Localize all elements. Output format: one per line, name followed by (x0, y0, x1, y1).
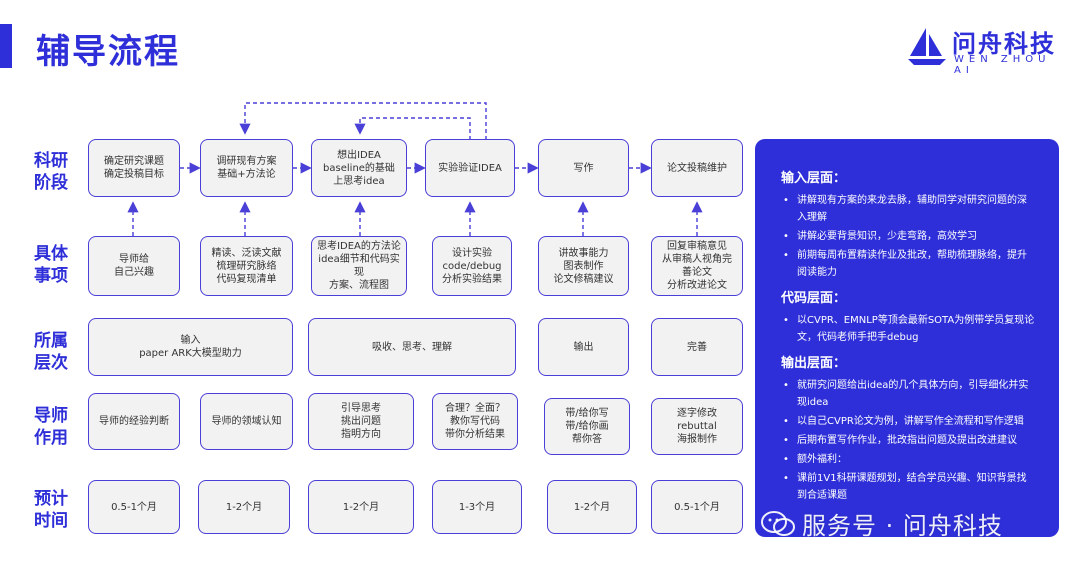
row-label-stage: 科研 阶段 (34, 151, 68, 193)
row-label-mentor: 导师 作用 (34, 406, 68, 448)
row-label-level: 所属 层次 (34, 331, 68, 373)
panel-section-title: 输入层面： (781, 171, 847, 186)
panel-bullet: 以自己CVPR论文为例，讲解写作全流程和写作逻辑 (781, 413, 1035, 430)
wechat-icon (761, 510, 795, 536)
item-node: 思考IDEA的方法论 idea细节和代码实现 方案、流程图 (311, 236, 407, 296)
title-accent-bar (0, 24, 12, 68)
panel-section-input: 输入层面： 讲解现有方案的来龙去脉，辅助同学对研究问题的深入理解 讲解必要背景知… (781, 167, 1035, 281)
level-node: 完善 (651, 318, 743, 376)
panel-section-title: 输出层面： (781, 356, 847, 371)
duration-node: 1-2个月 (547, 480, 637, 534)
row-label-time: 预计 时间 (34, 489, 68, 531)
stage-node: 实验验证IDEA (425, 139, 515, 197)
level-node: 输入 paper ARK大模型助力 (88, 318, 293, 376)
stage-node: 写作 (538, 139, 629, 197)
mentor-node: 引导思考 挑出问题 指明方向 (308, 393, 414, 450)
mentor-node: 合理？全面？ 教你写代码 带你分析结果 (432, 393, 518, 450)
company-logo: 问舟科技 WEN ZHOU AI (906, 24, 1066, 76)
logo-text-en: WEN ZHOU AI (954, 54, 1051, 76)
sailboat-logo-icon (908, 28, 946, 65)
mentor-node: 导师的领域认知 (200, 393, 293, 450)
item-node: 精读、泛读文献 梳理研究脉络 代码复现清单 (200, 236, 293, 296)
duration-node: 0.5-1个月 (651, 480, 743, 534)
panel-bullet: 以CVPR、EMNLP等顶会最新SOTA为例带学员复现论文，代码老师手把手deb… (781, 312, 1035, 346)
duration-node: 1-3个月 (432, 480, 522, 534)
watermark-text: 服务号 · 问舟科技 (802, 512, 1003, 540)
item-node: 设计实验 code/debug 分析实验结果 (432, 236, 512, 296)
panel-section-code: 代码层面： 以CVPR、EMNLP等顶会最新SOTA为例带学员复现论文，代码老师… (781, 287, 1035, 346)
level-node: 吸收、思考、理解 (308, 318, 516, 376)
summary-panel: 输入层面： 讲解现有方案的来龙去脉，辅助同学对研究问题的深入理解 讲解必要背景知… (755, 139, 1059, 537)
logo-text-cn: 问舟科技 (952, 30, 1056, 58)
mentor-node: 逐字修改 rebuttal 海报制作 (651, 398, 743, 455)
item-node: 回复审稿意见 从审稿人视角完 善论文 分析改进论文 (651, 236, 743, 296)
mentor-node: 带/给你写 带/给你画 帮你答 (544, 398, 630, 455)
panel-bullet: 讲解必要背景知识，少走弯路，高效学习 (781, 228, 1035, 245)
duration-node: 1-2个月 (308, 480, 414, 534)
level-node: 输出 (538, 318, 629, 376)
wechat-watermark: 服务号 · 问舟科技 (760, 506, 1003, 541)
panel-bullet: 后期布置写作作业，批改指出问题及提出改进建议 (781, 432, 1035, 449)
stage-node: 确定研究课题 确定投稿目标 (88, 139, 180, 197)
panel-bullet: 前期每周布置精读作业及批改，帮助梳理脉络，提升阅读能力 (781, 247, 1035, 281)
stage-node: 调研现有方案 基础+方法论 (200, 139, 293, 197)
panel-section-output: 输出层面： 就研究问题给出idea的几个具体方向，引导细化并实现idea 以自己… (781, 352, 1035, 504)
duration-node: 0.5-1个月 (88, 480, 180, 534)
panel-bullet: 就研究问题给出idea的几个具体方向，引导细化并实现idea (781, 377, 1035, 411)
stage-node: 论文投稿维护 (651, 139, 743, 197)
row-label-items: 具体 事项 (34, 244, 68, 286)
panel-section-title: 代码层面： (781, 291, 847, 306)
item-node: 导师给 自己兴趣 (88, 236, 180, 296)
stage-node: 想出IDEA baseline的基础 上思考idea (311, 139, 407, 197)
page-title: 辅导流程 (36, 32, 180, 72)
item-node: 讲故事能力 图表制作 论文修稿建议 (538, 236, 629, 296)
panel-bullet: 讲解现有方案的来龙去脉，辅助同学对研究问题的深入理解 (781, 192, 1035, 226)
mentor-node: 导师的经验判断 (88, 393, 180, 450)
duration-node: 1-2个月 (198, 480, 290, 534)
panel-bullet: 额外福利： (781, 451, 1035, 468)
panel-bullet: 课前1V1科研课题规划，结合学员兴趣、知识背景找到合适课题 (781, 470, 1035, 504)
